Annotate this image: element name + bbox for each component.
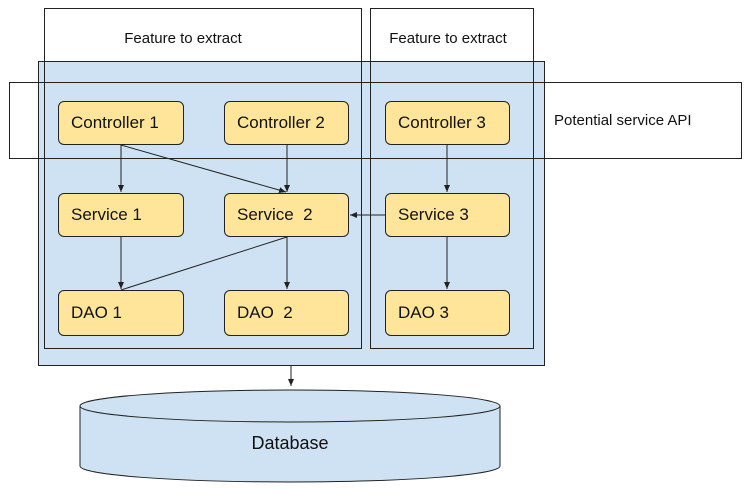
controller-2-node: Controller 2 (224, 101, 349, 145)
service-1-node: Service 1 (58, 193, 184, 237)
controller-3-node: Controller 3 (385, 101, 510, 145)
feature-box-1 (44, 8, 362, 349)
service-3-node: Service 3 (385, 193, 510, 237)
database-cylinder (79, 389, 501, 483)
dao-1-node: DAO 1 (58, 290, 184, 336)
edge-controller1-service2 (120, 144, 287, 193)
service-api-label: Potential service API (554, 112, 692, 129)
dao-3-node: DAO 3 (385, 290, 510, 336)
service-api-band (9, 82, 742, 159)
dao-2-node: DAO 2 (224, 290, 349, 336)
edge-service2-dao1 (120, 236, 288, 291)
database-label: Database (251, 433, 329, 453)
controller-1-node: Controller 1 (58, 101, 184, 145)
feature-label-2: Feature to extract (389, 30, 507, 47)
feature-label-1: Feature to extract (124, 30, 242, 47)
feature-box-2 (370, 8, 534, 349)
service-2-node: Service 2 (224, 193, 349, 237)
